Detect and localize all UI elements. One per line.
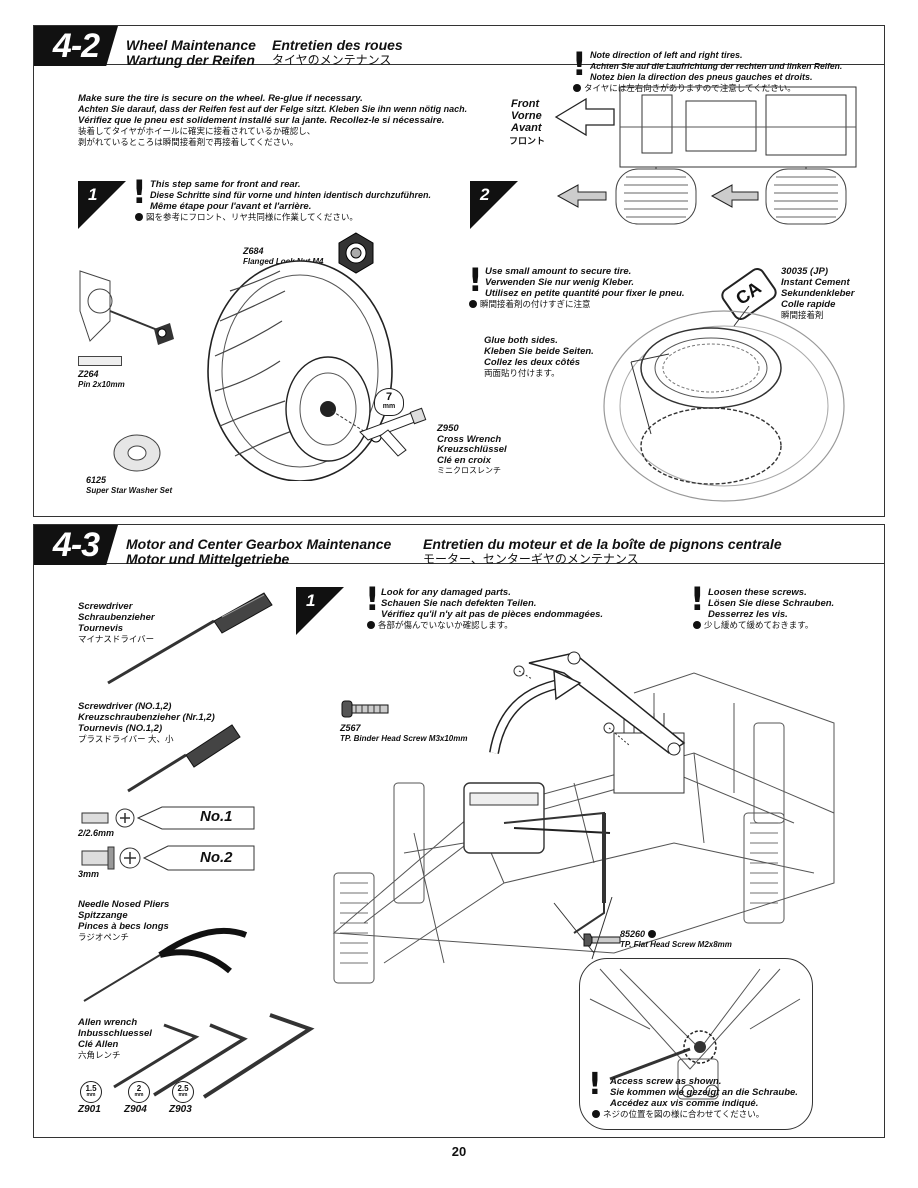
section-header [34,525,884,564]
warning-icon: ! [468,261,483,299]
allen-size-2: 2 mm [128,1081,150,1103]
lock-nut-icon [338,232,374,274]
cross-wrench-icon [359,407,427,457]
section-number: 4-2 [34,26,118,66]
detail-illustration [589,968,801,1100]
bullet-icon [469,300,477,308]
title-jp: モーター、センターギヤのメンテナンス [423,552,639,566]
chassis-gearbox-illustration [332,651,835,984]
part-6125-label: 6125 Super Star Washer Set [86,475,173,495]
title-de: Wartung der Reifen [126,52,255,68]
part-z567-label: Z567 TP. Binder Head Screw M3x10mm [340,723,468,743]
allen-wrench-set-icon [113,1013,315,1099]
title-fr: Entretien du moteur et de la boîte de pi… [423,536,782,552]
step-1-marker: 1 [296,587,344,635]
part-85260-label: 85260 TP. Flat Head Screw M2x8mm [620,929,732,949]
section-number: 4-3 [34,525,118,565]
title-de: Motor und Mittelgetriebe [126,551,290,567]
section-header [34,26,884,65]
screw-no1-icon [81,806,255,830]
screw-no2-icon [81,845,255,871]
washer-icon [113,434,161,472]
step-2-marker: 2 [470,181,518,229]
bullet-icon [693,621,701,629]
part-z264-label: Z264 Pin 2x10mm [78,369,125,389]
truck-top-view-illustration [554,86,857,225]
allen-code-z903: Z903 [169,1104,192,1115]
access-screw-detail-inset: ! Access screw as shown. Sie kommen wie … [579,958,813,1130]
section-4-2: 4-2 Wheel Maintenance Entretien des roue… [33,25,885,517]
pin-icon [78,356,122,366]
title-fr: Entretien des roues [272,37,403,53]
warning-icon: ! [690,580,705,618]
no1-size: 2/2.6mm [78,828,115,838]
bullet-icon [592,1110,600,1118]
no2-label: No.2 [200,849,233,866]
section-4-3: 4-3 Motor and Center Gearbox Maintenance… [33,524,885,1138]
warning-icon: ! [132,173,147,211]
part-z950-label: Z950 Cross Wrench Kreuzschlüssel Clé en … [437,423,507,475]
allen-code-z904: Z904 [124,1104,147,1115]
title-en: Motor and Center Gearbox Maintenance [126,536,392,552]
bullet-icon [135,213,143,221]
inset-leader-line [591,897,613,960]
bullet-icon [367,621,375,629]
binder-screw-icon [341,700,389,718]
flathead-screwdriver-icon [107,592,273,685]
bullet-icon [573,84,581,92]
wrench-size-badge: 7 mm [374,388,404,416]
flat-head-screw-icon [583,933,621,947]
tire-gluing-illustration [603,306,845,502]
warning-icon: ! [365,580,380,618]
page-number: 20 [451,1144,467,1159]
needle-nose-pliers-icon [83,927,248,1002]
wheel-assembly-illustration [79,260,393,481]
phillips-screwdriver-icon [127,724,241,793]
no1-label: No.1 [200,808,233,825]
allen-size-1-5: 1.5 mm [80,1081,102,1103]
part-z684-label: Z684 Flanged Lock Nut M4 [243,246,324,266]
info-circle-icon [647,930,656,938]
title-en: Wheel Maintenance [126,37,256,53]
warning-icon: ! [572,45,587,83]
allen-code-z901: Z901 [78,1104,101,1115]
step-1-marker: 1 [78,181,126,229]
title-jp: タイヤのメンテナンス [272,53,392,67]
allen-size-2-5: 2.5 mm [172,1081,194,1103]
warning-icon: ! [588,1067,602,1102]
no2-size: 3mm [78,869,100,879]
